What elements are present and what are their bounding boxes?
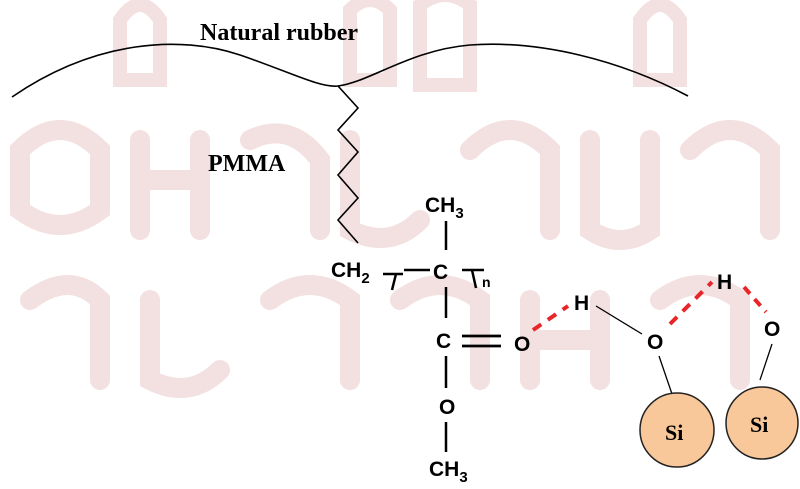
methyl-top-sub: 3	[455, 205, 463, 222]
hydrogen-1: H	[574, 292, 589, 315]
hydrogen-bond-1	[531, 304, 570, 332]
silicon-1: Si	[665, 420, 683, 445]
silica-particle-1	[639, 392, 715, 468]
hydrogen-bond-2	[668, 280, 714, 326]
carbonyl-oxygen: O	[514, 333, 530, 356]
methylene-ch: CH	[331, 259, 361, 282]
backbone-carbon: C	[433, 261, 448, 284]
bond-o-si-1	[658, 355, 673, 395]
methylene-sub: 2	[361, 270, 369, 287]
ester-oxygen: O	[439, 396, 455, 419]
natural-rubber-label: Natural rubber	[200, 20, 358, 46]
hydrogen-2: H	[717, 271, 732, 294]
left-repeat-bracket	[383, 272, 403, 291]
methyl-bottom-sub: 3	[459, 469, 467, 486]
background-watermark	[10, 0, 780, 398]
pmma-label: PMMA	[208, 151, 286, 177]
silanol-oxygen-2: O	[764, 318, 780, 341]
bond-h-o-silanol-1	[595, 305, 643, 335]
methyl-bottom: CH3	[429, 458, 468, 486]
bond-o-si-2	[759, 343, 773, 381]
hydrogen-bond-3	[742, 285, 768, 314]
methyl-bottom-ch: CH	[429, 458, 459, 481]
methyl-top: CH3	[425, 194, 464, 222]
methylene: CH2	[331, 259, 370, 287]
methyl-top-ch: CH	[425, 194, 455, 217]
repeat-n: n	[482, 274, 491, 290]
pmma-graft-chain	[336, 85, 360, 244]
right-repeat-bracket	[462, 268, 484, 289]
silica-particle-2	[725, 386, 799, 460]
silicon-2: Si	[750, 412, 768, 437]
carbonyl-carbon: C	[436, 330, 451, 353]
silanol-oxygen-1: O	[647, 331, 663, 354]
